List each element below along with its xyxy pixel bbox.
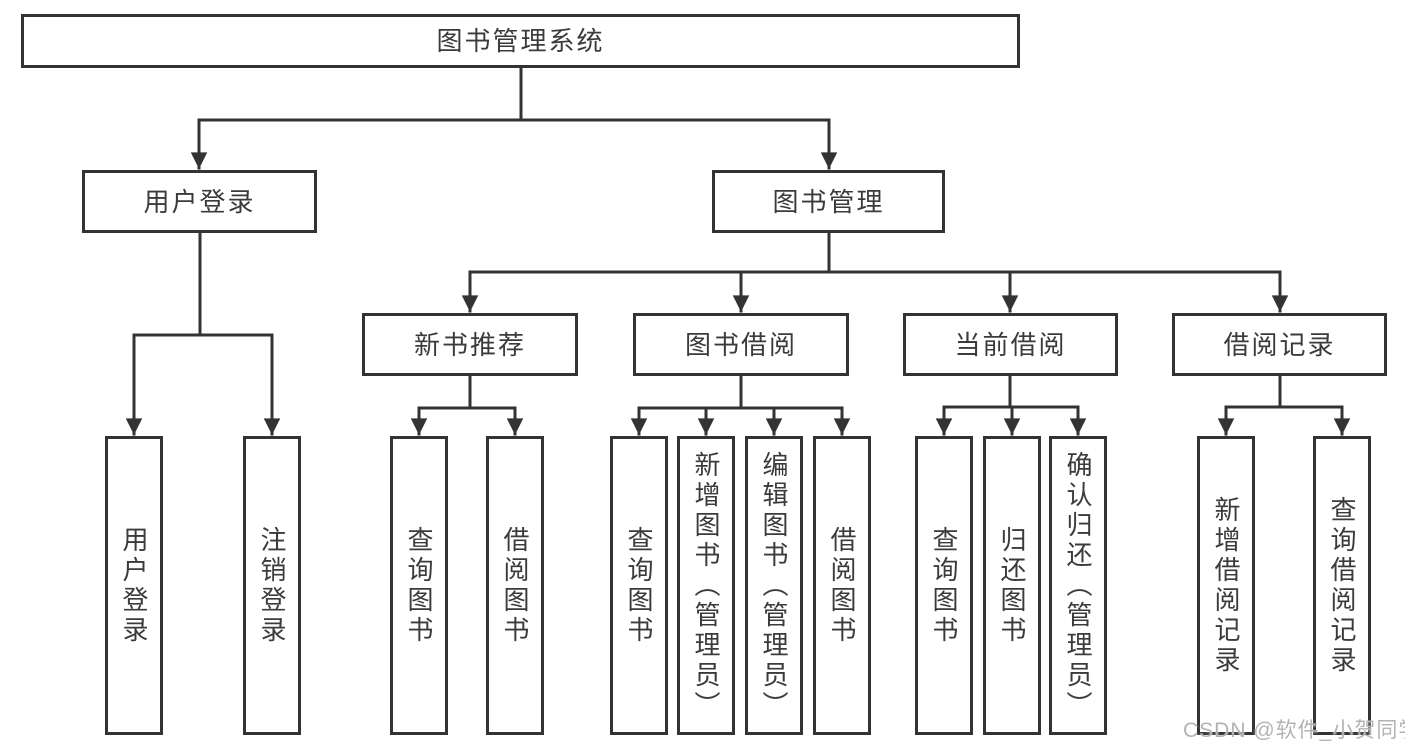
leaf-query-books-borrowing-label: 查询图书	[624, 525, 654, 646]
leaf-query-borrow-record: 查询借阅记录	[1313, 436, 1371, 735]
leaf-query-books-borrowing: 查询图书	[610, 436, 668, 735]
leaf-user-login: 用户登录	[105, 436, 163, 735]
leaf-borrow-books-recommend: 借阅图书	[486, 436, 544, 735]
csdn-watermark: CSDN @软件_小贺同学	[1183, 719, 1405, 742]
leaf-add-borrow-record: 新增借阅记录	[1197, 436, 1255, 735]
node-user-login-label: 用户登录	[143, 186, 256, 217]
leaf-borrow-books-borrowing-label: 借阅图书	[827, 525, 857, 646]
leaf-edit-books-admin-label: 编辑图书（管理员）	[759, 450, 789, 721]
leaf-add-borrow-record-label: 新增借阅记录	[1211, 495, 1241, 676]
node-book-management: 图书管理	[712, 170, 945, 233]
node-new-book-recommend-label: 新书推荐	[413, 329, 526, 360]
leaf-confirm-return-admin-label: 确认归还（管理员）	[1063, 450, 1093, 721]
leaf-confirm-return-admin: 确认归还（管理员）	[1049, 436, 1107, 735]
leaf-return-books: 归还图书	[983, 436, 1041, 735]
node-borrowing-records-label: 借阅记录	[1223, 329, 1336, 360]
leaf-borrow-books-recommend-label: 借阅图书	[500, 525, 530, 646]
leaf-query-borrow-record-label: 查询借阅记录	[1327, 495, 1357, 676]
leaf-user-login-label: 用户登录	[119, 525, 149, 646]
node-user-login: 用户登录	[82, 170, 317, 233]
node-current-borrowing-label: 当前借阅	[954, 329, 1067, 360]
leaf-query-books-recommend-label: 查询图书	[404, 525, 434, 646]
leaf-edit-books-admin: 编辑图书（管理员）	[745, 436, 803, 735]
node-library-system: 图书管理系统	[21, 14, 1020, 68]
node-book-borrowing: 图书借阅	[633, 313, 849, 376]
leaf-query-books-current-label: 查询图书	[929, 525, 959, 646]
node-library-system-label: 图书管理系统	[436, 26, 605, 56]
leaf-add-books-admin-label: 新增图书（管理员）	[691, 450, 721, 721]
leaf-query-books-current: 查询图书	[915, 436, 973, 735]
leaf-borrow-books-borrowing: 借阅图书	[813, 436, 871, 735]
node-book-borrowing-label: 图书借阅	[684, 329, 797, 360]
leaf-return-books-label: 归还图书	[997, 525, 1027, 646]
node-current-borrowing: 当前借阅	[903, 313, 1118, 376]
leaf-logout: 注销登录	[243, 436, 301, 735]
leaf-query-books-recommend: 查询图书	[390, 436, 448, 735]
node-book-management-label: 图书管理	[772, 186, 885, 217]
node-borrowing-records: 借阅记录	[1172, 313, 1387, 376]
leaf-add-books-admin: 新增图书（管理员）	[677, 436, 735, 735]
node-new-book-recommend: 新书推荐	[362, 313, 578, 376]
leaf-logout-label: 注销登录	[257, 525, 287, 646]
